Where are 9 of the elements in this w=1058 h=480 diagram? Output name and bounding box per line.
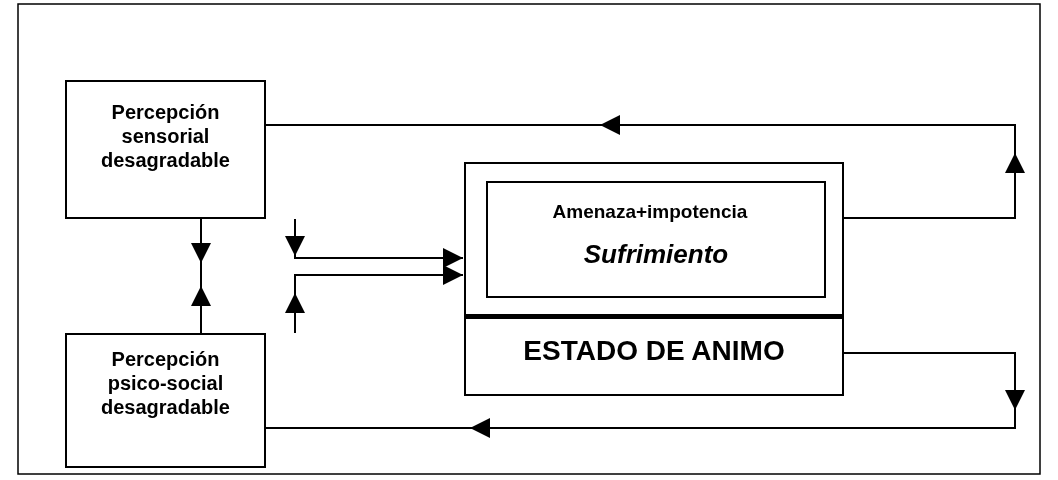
node-title: ESTADO DE ANIMO [522, 334, 786, 368]
node-title: Amenaza+impotencia [551, 201, 749, 224]
process-box [464, 162, 844, 396]
node-title: Percepción sensorial desagradable [100, 100, 231, 172]
node-subtitle: Sufrimiento [582, 239, 730, 271]
process-box [65, 80, 266, 219]
inner-box [486, 181, 826, 298]
process-box [65, 333, 266, 468]
node-title: Percepción psico-social desagradable [100, 347, 231, 419]
